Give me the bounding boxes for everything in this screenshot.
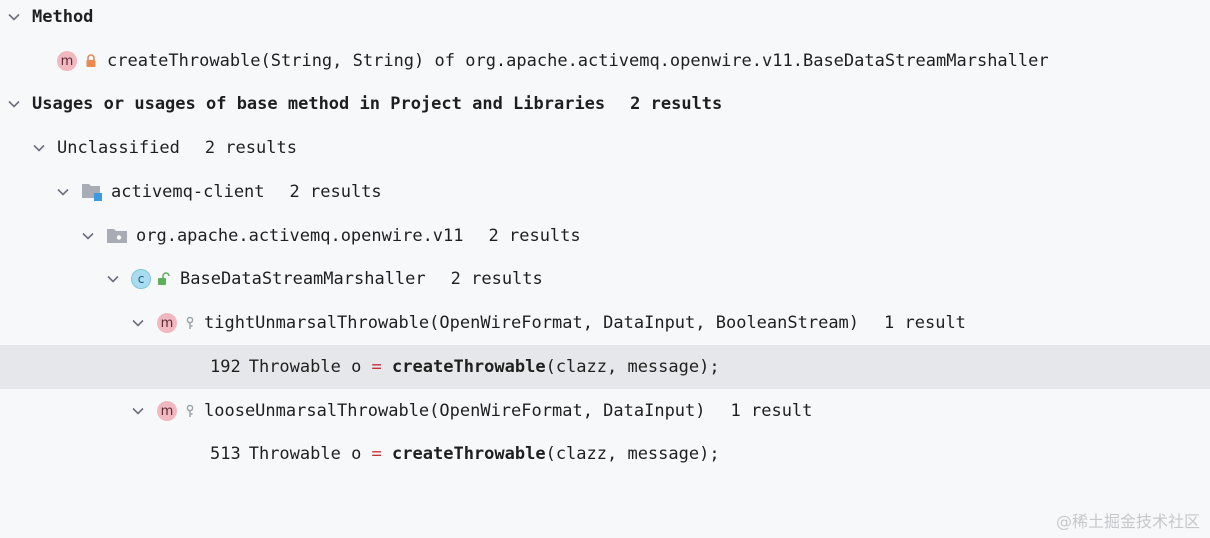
target-method-row[interactable]: m createThrowable(String, String) of org… — [0, 39, 1210, 83]
key-icon — [185, 316, 195, 330]
chevron-down-icon[interactable] — [129, 314, 147, 332]
usages-header-row[interactable]: Usages or usages of base method in Proje… — [0, 82, 1210, 126]
key-icon — [185, 404, 195, 418]
code-after: (clazz, message); — [545, 444, 720, 464]
class-row[interactable]: c BaseDataStreamMarshaller 2 results — [0, 257, 1210, 301]
module-folder-icon — [81, 182, 103, 202]
unclassified-label: Unclassified — [57, 138, 180, 158]
code-before: Throwable o — [248, 444, 372, 464]
chevron-down-icon[interactable] — [79, 227, 97, 245]
line-number: 513 — [210, 444, 241, 464]
usage-row-513[interactable]: 513 Throwable o = createThrowable (clazz… — [0, 432, 1210, 476]
code-call: createThrowable — [392, 444, 546, 464]
module-count: 2 results — [289, 182, 382, 202]
method-icon: m — [157, 313, 177, 333]
method-row-tight[interactable]: m tightUnmarsalThrowable(OpenWireFormat,… — [0, 301, 1210, 345]
code-operator: = — [371, 444, 382, 464]
module-row[interactable]: activemq-client 2 results — [0, 170, 1210, 214]
lock-icon — [85, 54, 97, 68]
package-label: org.apache.activemq.openwire.v11 — [136, 226, 464, 246]
class-icon: c — [131, 269, 151, 289]
package-folder-icon — [106, 227, 128, 245]
watermark: @稀土掘金技术社区 — [1055, 512, 1200, 531]
method-label: tightUnmarsalThrowable(OpenWireFormat, D… — [204, 313, 860, 333]
module-label: activemq-client — [111, 182, 265, 202]
method-header-row[interactable]: Method — [0, 0, 1210, 39]
usages-header-label: Usages or usages of base method in Proje… — [32, 94, 606, 114]
package-count: 2 results — [488, 226, 581, 246]
method-icon: m — [157, 401, 177, 421]
unclassified-row[interactable]: Unclassified 2 results — [0, 126, 1210, 170]
code-before: Throwable o — [248, 357, 372, 377]
chevron-down-icon[interactable] — [54, 183, 72, 201]
method-row-loose[interactable]: m looseUnmarsalThrowable(OpenWireFormat,… — [0, 389, 1210, 433]
code-after: (clazz, message); — [545, 357, 720, 377]
method-label: looseUnmarsalThrowable(OpenWireFormat, D… — [204, 401, 706, 421]
method-count: 1 result — [884, 313, 966, 333]
class-count: 2 results — [450, 269, 543, 289]
code-call: createThrowable — [392, 357, 546, 377]
chevron-down-icon[interactable] — [5, 95, 23, 113]
class-label: BaseDataStreamMarshaller — [180, 269, 426, 289]
chevron-down-icon[interactable] — [5, 8, 23, 26]
usage-row-192[interactable]: 192 Throwable o = createThrowable (clazz… — [0, 345, 1210, 389]
chevron-down-icon[interactable] — [30, 139, 48, 157]
usages-count: 2 results — [630, 94, 723, 114]
package-row[interactable]: org.apache.activemq.openwire.v11 2 resul… — [0, 214, 1210, 258]
code-operator: = — [371, 357, 382, 377]
line-number: 192 — [210, 357, 241, 377]
chevron-down-icon[interactable] — [104, 270, 122, 288]
chevron-down-icon[interactable] — [129, 402, 147, 420]
method-icon: m — [57, 51, 77, 71]
method-count: 1 result — [730, 401, 813, 421]
unclassified-count: 2 results — [204, 138, 297, 158]
method-signature: createThrowable(String, String) of org.a… — [107, 51, 1049, 71]
method-header-label: Method — [32, 7, 94, 27]
unlock-icon — [157, 272, 170, 286]
